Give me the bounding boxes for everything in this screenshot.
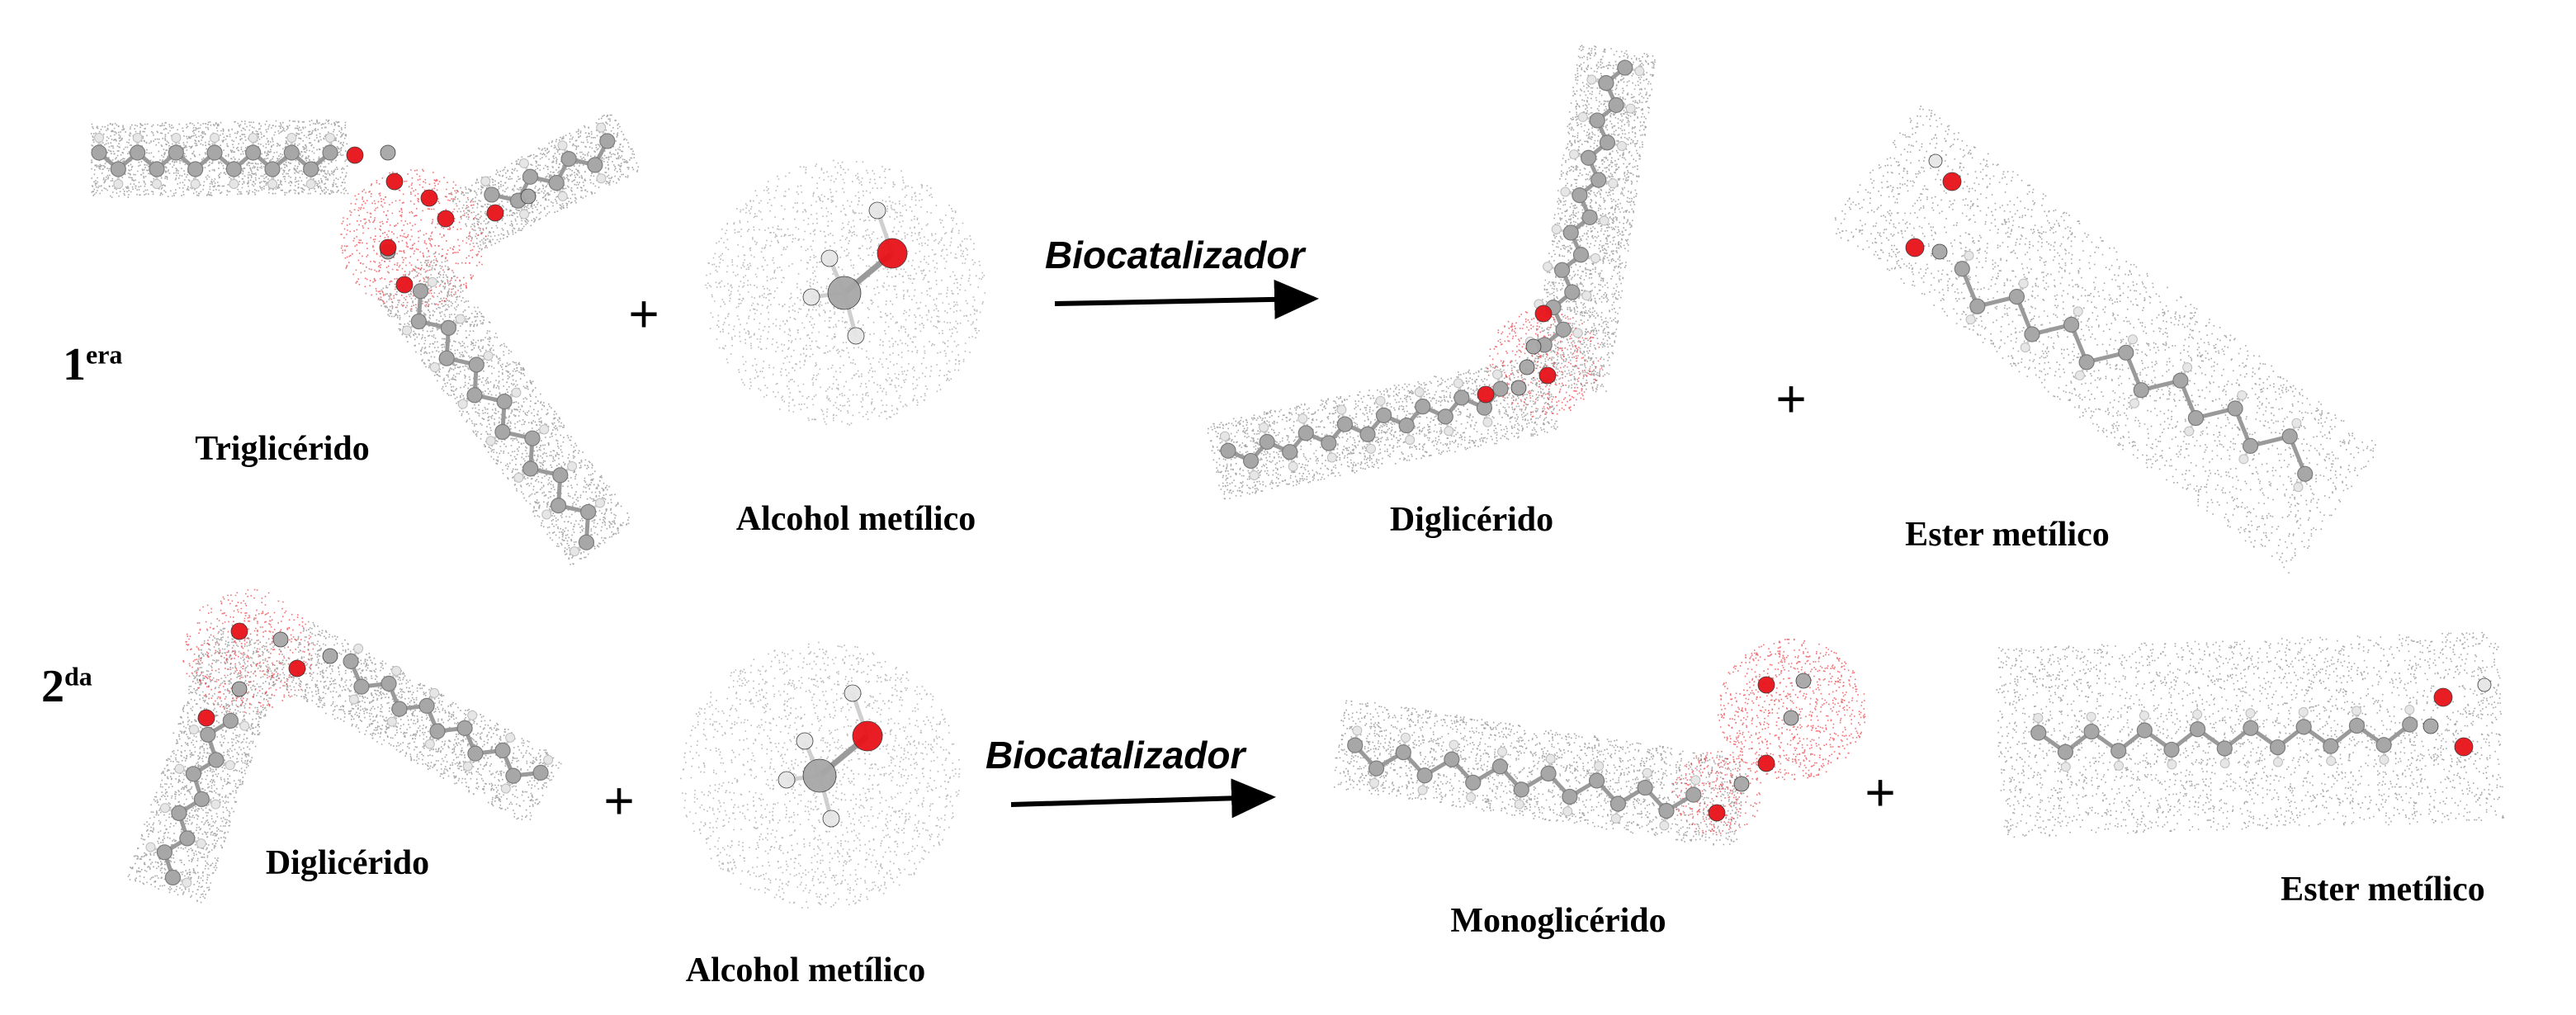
methanol-label: Alcohol metílico xyxy=(685,951,926,989)
diglyceride-label: Diglicérido xyxy=(265,844,430,882)
plus-sign: + xyxy=(628,284,659,343)
plus-sign: + xyxy=(1775,369,1807,428)
methyl-ester-label: Ester metílico xyxy=(1905,516,2110,554)
methyl-ester-label: Ester metílico xyxy=(2281,871,2485,909)
methyl-ester-molecule xyxy=(1996,631,2504,838)
triglyceride-label: Triglicérido xyxy=(195,430,370,468)
reaction-arrow xyxy=(1054,279,1319,319)
triglyceride-molecule xyxy=(90,114,640,565)
monoglyceride-label: Monoglicérido xyxy=(1450,902,1666,940)
methyl-ester-molecule xyxy=(1835,106,2376,574)
plus-sign: + xyxy=(603,771,635,830)
diglyceride-label: Diglicérido xyxy=(1389,501,1554,539)
diglyceride-molecule xyxy=(1207,45,1656,500)
step-label: 2da xyxy=(41,661,92,712)
methanol-molecule xyxy=(705,159,986,426)
methanol-molecule xyxy=(680,641,961,909)
step-label: 1era xyxy=(63,339,123,390)
methanol-label: Alcohol metílico xyxy=(735,500,976,538)
reaction-arrow xyxy=(1010,778,1276,819)
catalyst-label: Biocatalizador xyxy=(1045,234,1305,276)
diglyceride-molecule xyxy=(127,588,562,904)
catalyst-label: Biocatalizador xyxy=(985,734,1245,777)
monoglyceride-molecule xyxy=(1334,638,1866,846)
plus-sign: + xyxy=(1865,762,1896,822)
